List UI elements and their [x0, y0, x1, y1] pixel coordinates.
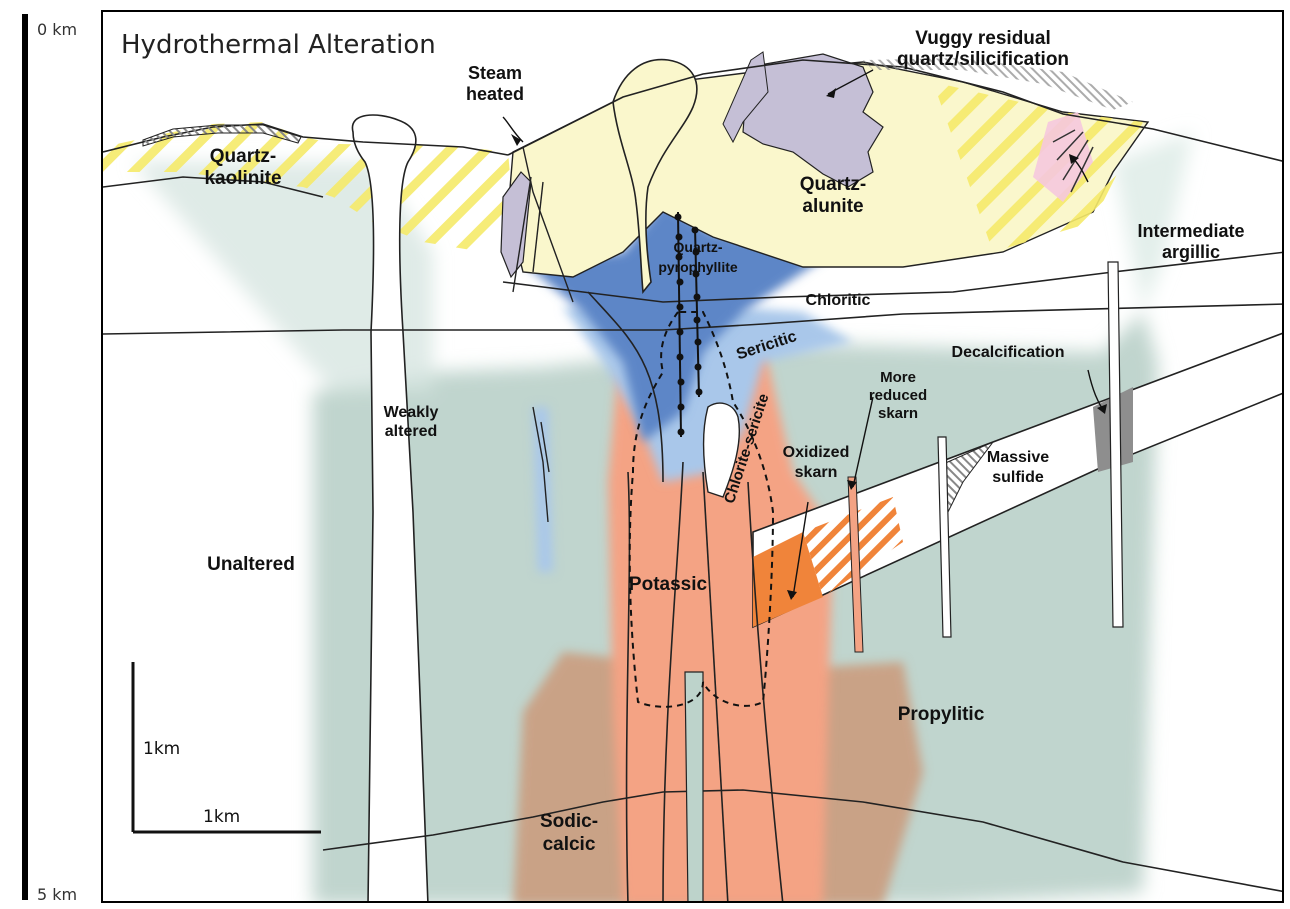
label-potassic: Potassic	[629, 574, 708, 595]
label-qk-1: Quartz-	[210, 146, 277, 167]
label-qa-2: alunite	[802, 196, 863, 217]
label-mrs-2: reduced	[869, 387, 927, 404]
central-dike	[685, 672, 703, 903]
label-os-1: Oxidized	[783, 444, 850, 461]
label-vuggy-1: Vuggy residual	[915, 28, 1051, 49]
label-qa-1: Quartz-	[800, 174, 867, 195]
diagram-frame: 1km 1km Vuggy residual quartz/silicifica…	[101, 10, 1284, 903]
label-sc-2: calcic	[543, 834, 596, 855]
scale-label-vertical: 1km	[143, 739, 180, 759]
label-qp-1: Quartz-	[674, 239, 723, 255]
depth-label-bottom: 5 km	[37, 885, 77, 904]
diagram-title: Hydrothermal Alteration	[121, 30, 436, 60]
label-wa-1: Weakly	[384, 404, 439, 421]
label-qk-2: kaolinite	[204, 168, 281, 189]
label-mrs-3: skarn	[878, 405, 918, 422]
label-ms-2: sulfide	[992, 469, 1044, 486]
label-decalcification: Decalcification	[952, 344, 1065, 361]
label-vuggy-2: quartz/silicification	[897, 49, 1069, 70]
label-ia-1: Intermediate	[1137, 221, 1244, 241]
label-sc-1: Sodic-	[540, 811, 598, 832]
label-os-2: skarn	[795, 464, 838, 481]
label-ms-1: Massive	[987, 449, 1049, 466]
label-qp-2: pyrophyllite	[658, 259, 738, 275]
label-wa-2: altered	[385, 423, 437, 440]
alteration-cross-section: 1km 1km Vuggy residual quartz/silicifica…	[103, 12, 1284, 903]
label-ia-2: argillic	[1162, 242, 1220, 262]
scale-label-horizontal: 1km	[203, 807, 240, 827]
label-steam-1: Steam	[468, 63, 522, 83]
depth-label-top: 0 km	[37, 20, 77, 39]
label-chloritic: Chloritic	[806, 292, 871, 309]
label-steam-2: heated	[466, 84, 524, 104]
label-unaltered: Unaltered	[207, 554, 295, 575]
label-propylitic: Propylitic	[898, 704, 985, 725]
label-mrs-1: More	[880, 369, 916, 386]
depth-axis-bar	[22, 14, 28, 900]
